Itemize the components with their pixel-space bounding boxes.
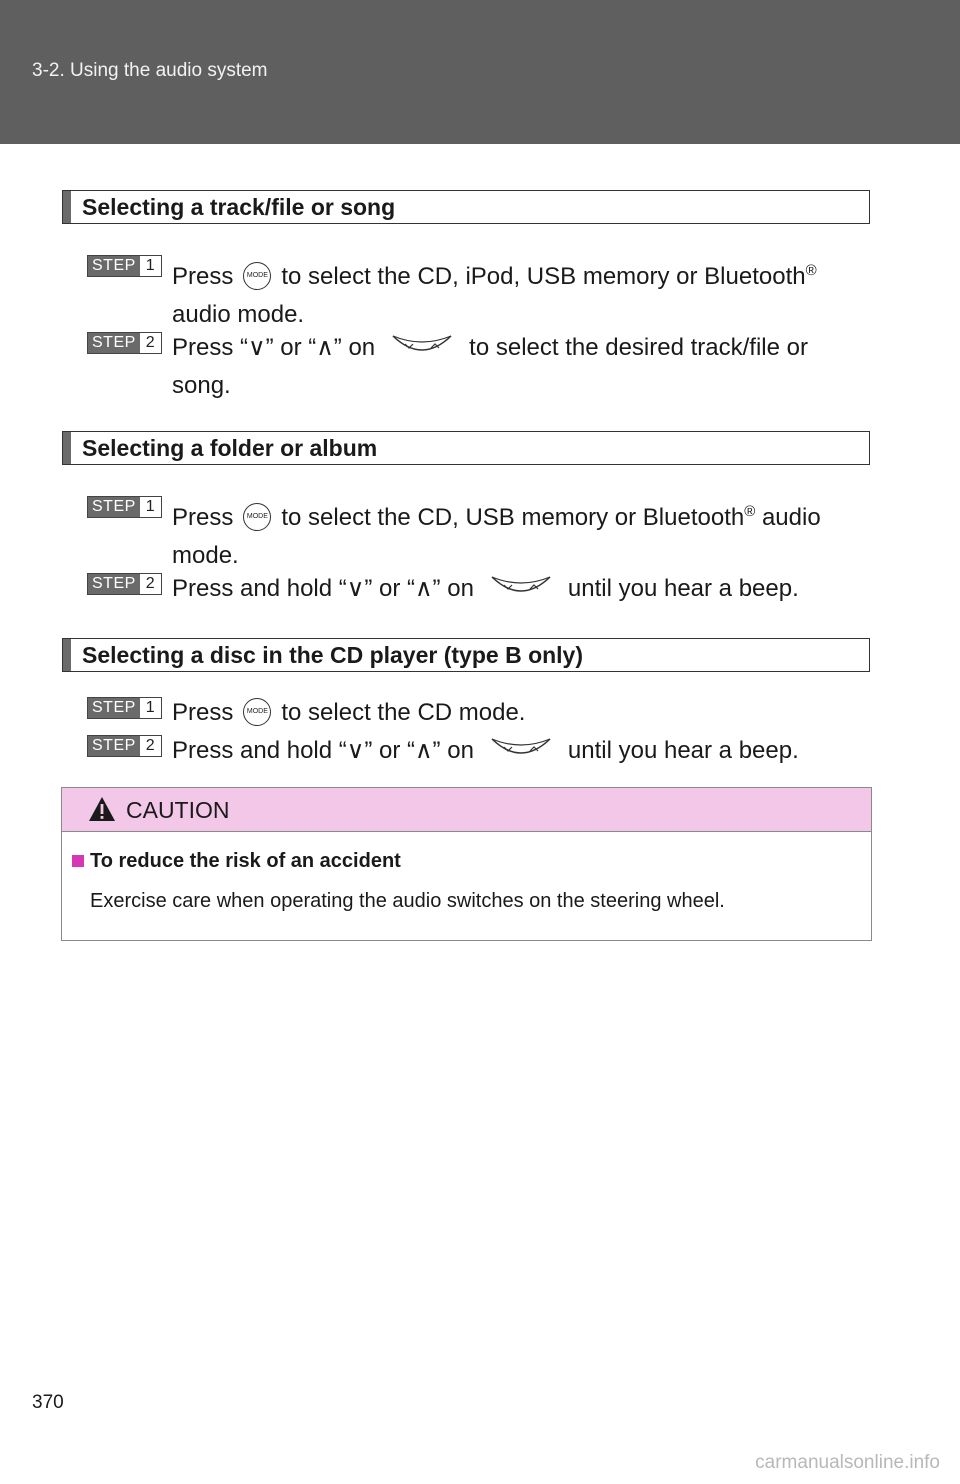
breadcrumb: 3-2. Using the audio system	[32, 60, 268, 81]
watermark: carmanualsonline.info	[755, 1452, 940, 1473]
mode-button-icon: MODE	[243, 502, 272, 531]
section-title: Selecting a disc in the CD player (type …	[82, 642, 584, 668]
caution-subtitle: To reduce the risk of an accident	[72, 850, 401, 873]
mode-button-icon: MODE	[243, 261, 272, 290]
section-heading-disc: Selecting a disc in the CD player (type …	[62, 638, 870, 672]
warning-triangle-icon	[89, 797, 115, 821]
caution-text: Exercise care when operating the audio s…	[90, 890, 725, 912]
section-title: Selecting a folder or album	[82, 435, 378, 461]
page-number: 370	[32, 1392, 64, 1413]
steering-seek-switch-icon	[392, 335, 452, 351]
bullet-square-icon	[72, 855, 84, 867]
caution-header: CAUTION	[62, 788, 871, 832]
steering-seek-switch-icon	[491, 738, 551, 754]
caution-title: CAUTION	[126, 797, 230, 823]
steering-seek-switch-icon	[491, 576, 551, 592]
section-heading-track: Selecting a track/file or song	[62, 190, 870, 224]
mode-button-icon: MODE	[243, 697, 272, 726]
section-title: Selecting a track/file or song	[82, 194, 396, 220]
section-heading-folder: Selecting a folder or album	[62, 431, 870, 465]
page-header: 3-2. Using the audio system	[0, 0, 960, 144]
caution-box: CAUTION To reduce the risk of an acciden…	[61, 787, 872, 941]
